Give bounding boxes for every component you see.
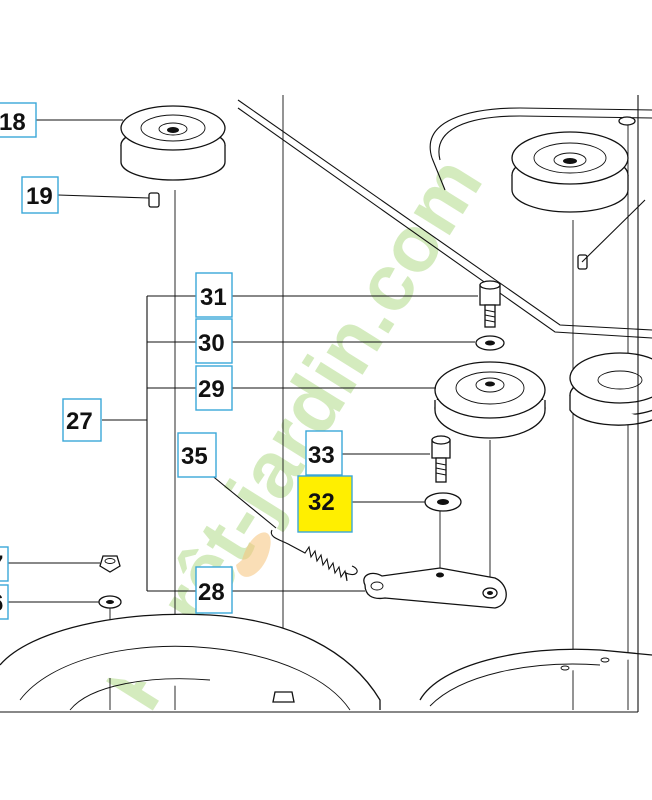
svg-text:29: 29 (198, 376, 225, 403)
drive-belt (237, 99, 652, 339)
callout-27: 27 (62, 398, 102, 442)
callout-35: 35 (177, 432, 217, 478)
callout-31: 31 (195, 272, 233, 318)
callout-28: 28 (195, 566, 233, 614)
pulley-right-edge (569, 352, 652, 426)
svg-text:30: 30 (198, 330, 225, 357)
leader-lines (8, 119, 478, 603)
svg-text:32: 32 (308, 489, 335, 516)
callout-32-highlighted: 32 (297, 475, 353, 533)
pulley-18 (120, 105, 226, 181)
washer-32 (424, 492, 462, 512)
spring-35 (270, 529, 358, 582)
svg-text:28: 28 (198, 579, 225, 606)
svg-text:35: 35 (181, 443, 208, 470)
callout-18: 18 (0, 102, 37, 138)
svg-text:27: 27 (66, 408, 93, 435)
svg-text:31: 31 (200, 284, 227, 311)
pulley-29 (434, 361, 546, 439)
pin-19 (148, 192, 160, 208)
callout-33: 33 (305, 430, 343, 476)
callout-29: 29 (195, 365, 233, 411)
nut-7 (99, 555, 121, 573)
callout-6: 6 (0, 584, 9, 620)
mower-deck (0, 613, 652, 711)
watermark-accent (236, 532, 271, 577)
callout-30: 30 (195, 318, 233, 364)
callout-7: 7 (0, 546, 9, 582)
svg-text:6: 6 (0, 590, 3, 617)
washer-6 (98, 595, 122, 609)
bolt-33 (431, 435, 451, 483)
svg-text:33: 33 (308, 442, 335, 469)
svg-text:7: 7 (0, 551, 3, 578)
washer-30 (475, 335, 505, 351)
pulley-top-right (511, 131, 629, 213)
svg-text:18: 18 (0, 109, 26, 136)
line-art (0, 95, 652, 713)
idler-arm-28 (363, 567, 507, 609)
callout-19: 19 (21, 176, 59, 214)
bolt-31 (479, 280, 501, 328)
svg-text:19: 19 (26, 183, 53, 210)
